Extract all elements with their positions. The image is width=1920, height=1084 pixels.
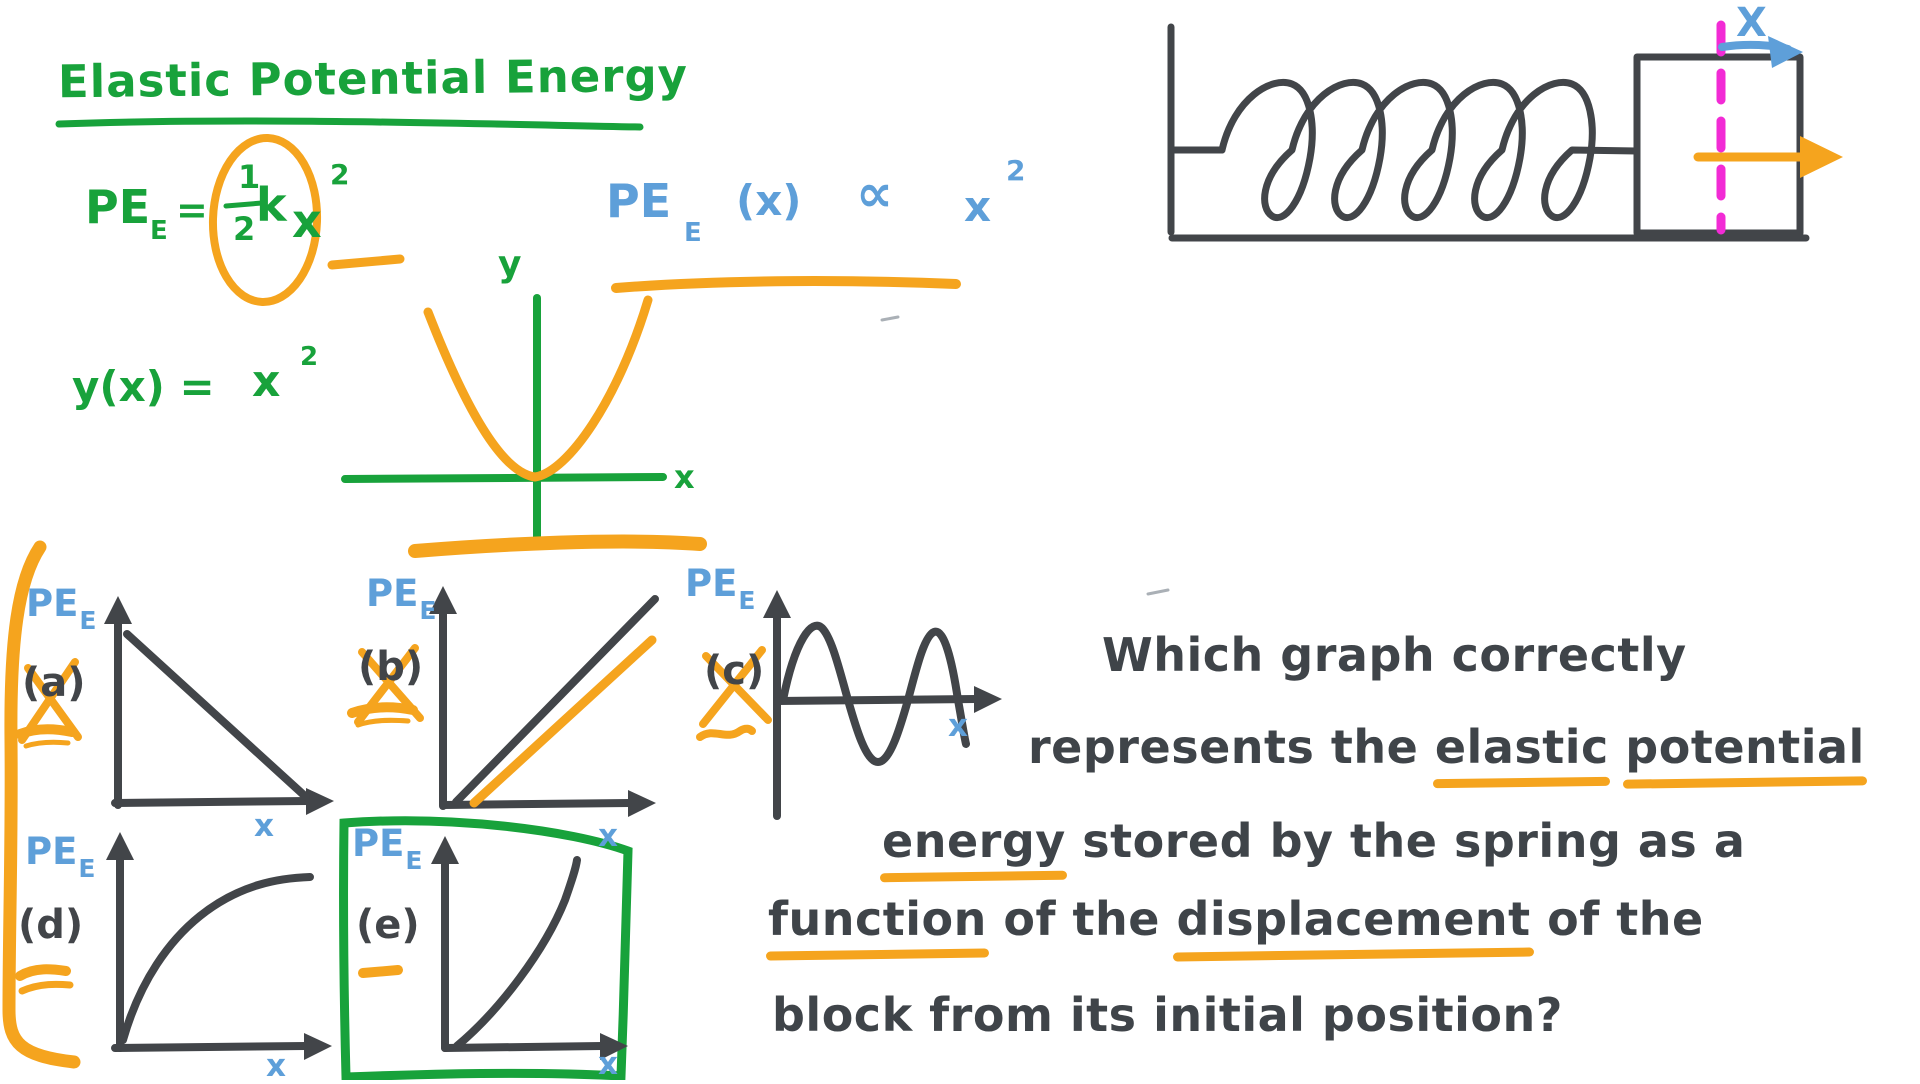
prop-pe-sub: E — [684, 218, 702, 248]
formula-pe: PE — [85, 180, 151, 234]
prop-argument: (x) — [736, 176, 802, 225]
question-line: function of the displacement of the — [768, 892, 1704, 946]
stray-mark — [1146, 588, 1170, 596]
option-b-graph — [347, 586, 659, 817]
parabola-graph — [341, 294, 707, 558]
square-root-curve — [119, 873, 314, 1044]
parabola-y-axis-label: y — [498, 244, 522, 285]
formula-fraction-denominator: 2 — [233, 210, 256, 248]
prop-pe: PE — [606, 174, 672, 228]
formula-pe-sub: E — [150, 216, 168, 246]
increasing-line-curve — [452, 595, 659, 806]
option-b-id: (b) — [358, 644, 424, 690]
formula-variable: x — [292, 194, 322, 248]
question-line: block from its initial position? — [772, 988, 1563, 1042]
question-line: represents the elastic potential — [1028, 720, 1865, 774]
option-b-axis-label: PEE — [366, 572, 437, 625]
parabola-curve — [423, 295, 653, 482]
proportional-to-symbol: ∝ — [856, 164, 894, 224]
formula-equals: = — [176, 188, 208, 232]
option-a-axis-label: PEE — [26, 582, 97, 635]
spring-displacement-label: X — [1736, 0, 1767, 46]
underlined-word: potential — [1625, 720, 1865, 774]
force-arrow — [1693, 136, 1843, 178]
option-c-id: (c) — [704, 648, 765, 694]
page-title: Elastic Potential Energy — [57, 48, 689, 109]
option-d-axis-label: PEE — [25, 830, 96, 883]
option-c-graph — [696, 590, 1002, 820]
y-equation-variable: x — [252, 356, 281, 407]
option-d-id: (d) — [18, 902, 84, 948]
prop-exponent: 2 — [1006, 154, 1026, 187]
question-line: Which graph correctly — [1102, 628, 1687, 682]
block — [1633, 53, 1804, 237]
stray-mark — [880, 315, 900, 322]
option-c-x-label: x — [948, 708, 968, 744]
title-underline — [55, 117, 644, 131]
underlined-word: energy — [882, 814, 1066, 868]
y-equation-exponent: 2 — [300, 342, 319, 372]
option-e-underline — [358, 965, 403, 978]
proportionality-underline — [611, 276, 961, 293]
parabola-underline — [408, 534, 707, 558]
spring-block-diagram — [1167, 20, 1843, 242]
option-a-id: (a) — [22, 660, 86, 706]
underlined-word: elastic — [1434, 720, 1609, 774]
parabola-x-axis-label: x — [674, 458, 695, 496]
option-a-x-label: x — [254, 808, 274, 844]
option-d-underline — [15, 964, 74, 995]
decreasing-line-curve — [123, 630, 310, 801]
formula-spring-constant: k — [256, 178, 287, 232]
formula-exponent: 2 — [330, 158, 350, 191]
option-e-id: (e) — [356, 902, 420, 948]
question-line: energy stored by the spring as a — [882, 814, 1746, 868]
prop-variable: x — [964, 182, 992, 231]
underlined-word: function — [768, 892, 987, 946]
option-b-x-label: x — [598, 818, 618, 854]
spring-coil — [1218, 79, 1641, 222]
option-e-axis-label: PEE — [352, 822, 423, 875]
y-equation-lhs: y(x) = — [72, 362, 215, 411]
option-d-x-label: x — [266, 1048, 286, 1084]
option-b-highlight-line — [469, 635, 657, 808]
sine-wave-curve — [779, 621, 970, 767]
option-c-axis-label: PEE — [685, 562, 756, 615]
quadratic-curve — [453, 856, 581, 1050]
formula-fraction-numerator: 1 — [238, 158, 261, 196]
option-e-x-label: x — [598, 1046, 618, 1082]
underlined-word: displacement — [1176, 892, 1531, 946]
